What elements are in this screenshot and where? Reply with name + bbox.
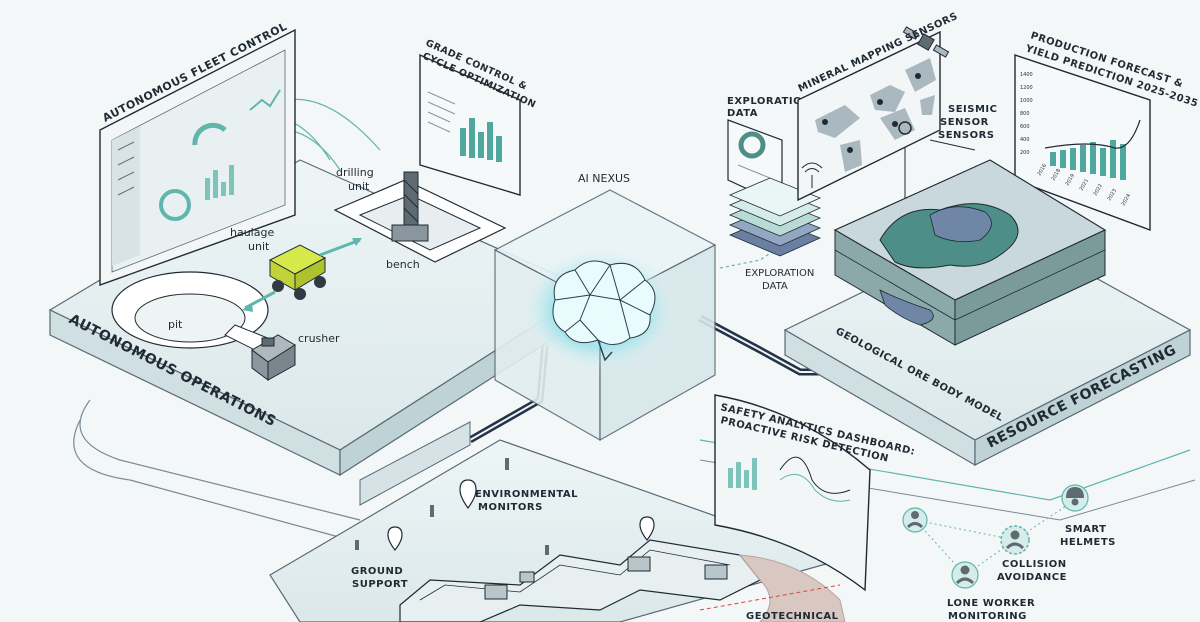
forecast-x-tick: 2023 — [1107, 188, 1119, 202]
ai-nexus-label: AI NEXUS — [578, 172, 630, 185]
underground-platform — [269, 421, 846, 622]
forecast-y-tick: 600 — [1020, 124, 1030, 130]
map-pins — [822, 73, 921, 153]
forecast-y-tick: 1000 — [1020, 98, 1033, 104]
geological-ore-body-model — [833, 159, 1107, 346]
environmental-label-2: MONITORS — [478, 502, 543, 513]
seismic-label-1: SEISMIC — [948, 104, 997, 115]
underground-vehicles — [484, 556, 728, 600]
smart-helmet-icon — [1061, 484, 1089, 512]
bench-label: bench — [386, 258, 420, 271]
seismic-label-3: SENSORS — [938, 130, 995, 141]
forecast-y-tick: 200 — [1020, 150, 1030, 156]
satellite-icon — [902, 26, 950, 58]
geotechnical-boundary — [699, 584, 841, 611]
forecast-y-tick: 1400 — [1020, 72, 1033, 78]
lone-worker-icon — [951, 561, 979, 589]
safety-bars — [728, 458, 757, 490]
safety-dashboard-screen — [714, 394, 871, 592]
crusher-icon — [251, 334, 296, 381]
seismic-label-2: SENSOR — [940, 117, 989, 128]
grade-bars — [460, 118, 502, 162]
fleet-donut — [159, 189, 191, 221]
forecast-x-tick: 2021 — [1079, 178, 1091, 192]
geotechnical-label: GEOTECHNICAL — [746, 611, 839, 622]
environmental-label-1: ENVIRONMENTAL — [475, 489, 578, 500]
forecast-trend-line — [1044, 119, 1141, 149]
haulage-unit-label-1: haulage — [230, 226, 274, 239]
lone-worker-label-2: MONITORING — [948, 611, 1027, 622]
exploration-top-label-1: EXPLORATION — [727, 96, 811, 107]
exploration-top-label-2: DATA — [727, 108, 758, 119]
seismic-label-line — [929, 139, 976, 151]
drilling-unit-label-2: unit — [348, 180, 370, 193]
fleet-control-screen — [99, 28, 296, 286]
smart-helmets-label-2: HELMETS — [1060, 537, 1116, 548]
mineral-mapping-screen — [797, 30, 941, 202]
exploration-mid-label-1: EXPLORATION — [745, 268, 814, 279]
smart-helmets-label-1: SMART — [1065, 524, 1106, 535]
fleet-bars — [205, 165, 234, 200]
geotechnical-zone — [738, 554, 846, 622]
exploration-mid-label-2: DATA — [762, 281, 788, 292]
fleet-sidebar-items — [117, 141, 135, 196]
haulage-unit-label-2: unit — [248, 240, 270, 253]
flow-line-left-loop-2 — [73, 419, 351, 541]
collision-label-2: AVOIDANCE — [997, 572, 1067, 583]
exploration-data-layers — [728, 177, 822, 257]
fleet-line-chart — [249, 89, 281, 111]
grade-control-screen — [419, 53, 521, 196]
forecast-bars — [1050, 140, 1126, 180]
sensor-markers — [355, 458, 549, 555]
forecast-x-tick: 2018 — [1051, 168, 1063, 182]
pit-label: pit — [168, 318, 183, 331]
forecast-y-tick: 800 — [1020, 111, 1030, 117]
fleet-gauge — [192, 122, 227, 146]
drill-rig-icon — [391, 171, 429, 242]
crusher-label: crusher — [298, 332, 340, 345]
ground-support-label-1: GROUND — [351, 566, 403, 577]
worker-icon — [902, 507, 928, 533]
forecast-y-tick: 1200 — [1020, 85, 1033, 91]
forecast-y-tick: 400 — [1020, 137, 1030, 143]
drilling-unit-label-1: drilling — [336, 166, 374, 179]
safety-line-chart — [779, 456, 851, 494]
haul-truck-icon — [268, 244, 327, 300]
forecast-x-tick: 2016 — [1037, 163, 1049, 177]
grade-text-lines — [427, 91, 456, 133]
seismic-sensor-icon — [898, 121, 912, 135]
antenna-icon — [801, 162, 823, 188]
location-pin-icon — [387, 479, 655, 551]
collision-label-1: COLLISION — [1002, 559, 1067, 570]
exploration-link — [719, 239, 791, 269]
forecast-x-tick: 2019 — [1065, 173, 1077, 187]
lone-worker-label-1: LONE WORKER — [947, 598, 1035, 609]
forecast-y-axis: 1400 1200 1000 800 600 400 200 — [1020, 72, 1033, 156]
brain-icon — [552, 260, 656, 362]
forecast-x-tick: 2022 — [1093, 183, 1105, 197]
truck-arrow-up — [319, 238, 361, 257]
flow-line-left-loop — [79, 399, 361, 521]
ground-support-label-2: SUPPORT — [352, 579, 408, 590]
forecast-x-tick: 2024 — [1121, 193, 1133, 207]
collision-worker-icon — [1000, 525, 1030, 555]
